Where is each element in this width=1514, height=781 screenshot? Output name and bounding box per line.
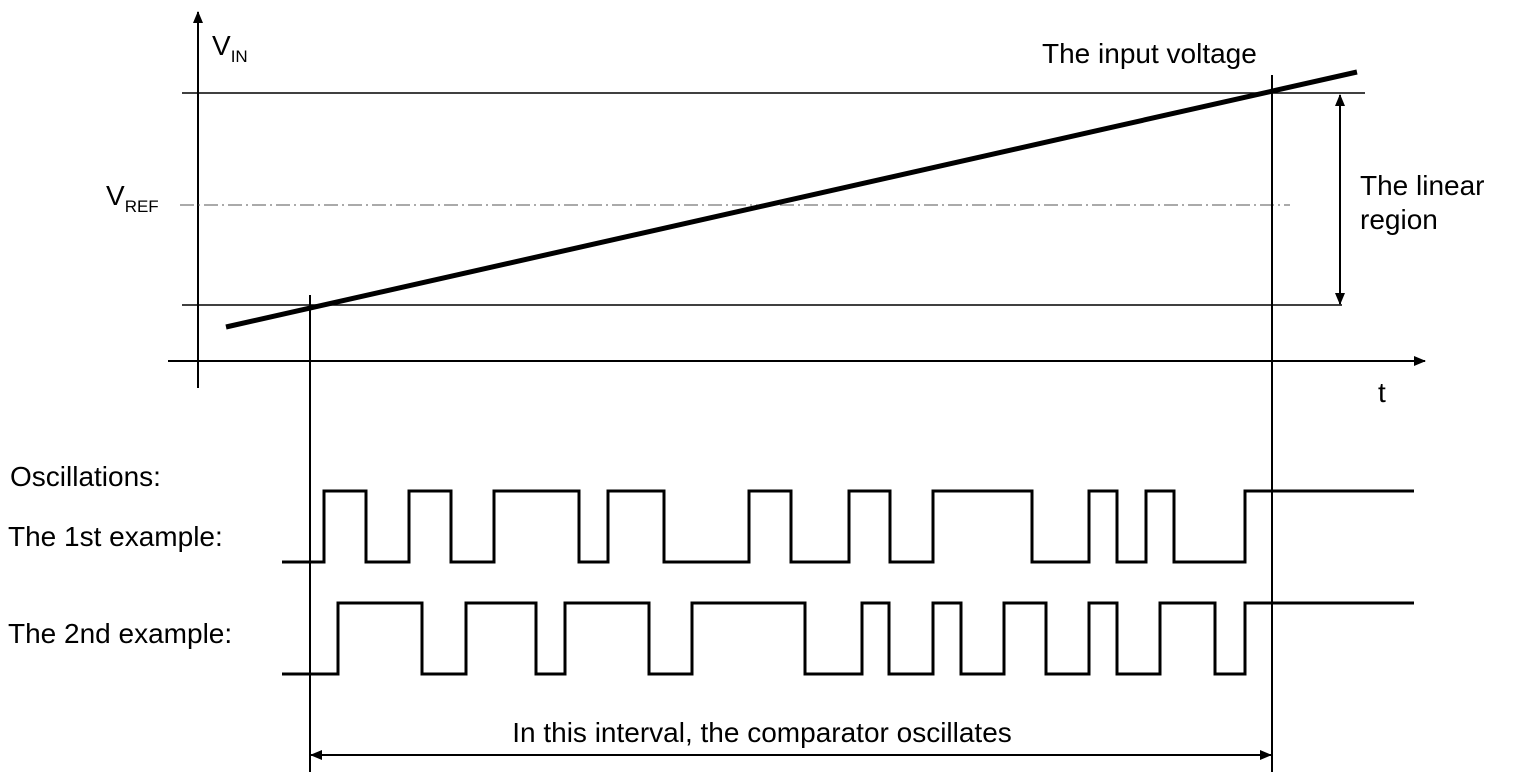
input-voltage-ramp	[225, 69, 1358, 330]
example1-label: The 1st example:	[8, 521, 223, 552]
input-voltage-label: The input voltage	[1042, 38, 1257, 69]
example2-waveform	[282, 601, 1414, 676]
example1-waveform	[282, 489, 1414, 564]
interval-label: In this interval, the comparator oscilla…	[512, 717, 1012, 748]
t-axis-label: t	[1378, 377, 1386, 408]
vref-label: VREF	[106, 180, 159, 216]
vin-label: VIN	[212, 30, 248, 66]
oscillations-label: Oscillations:	[10, 461, 161, 492]
example2-label: The 2nd example:	[8, 618, 232, 649]
